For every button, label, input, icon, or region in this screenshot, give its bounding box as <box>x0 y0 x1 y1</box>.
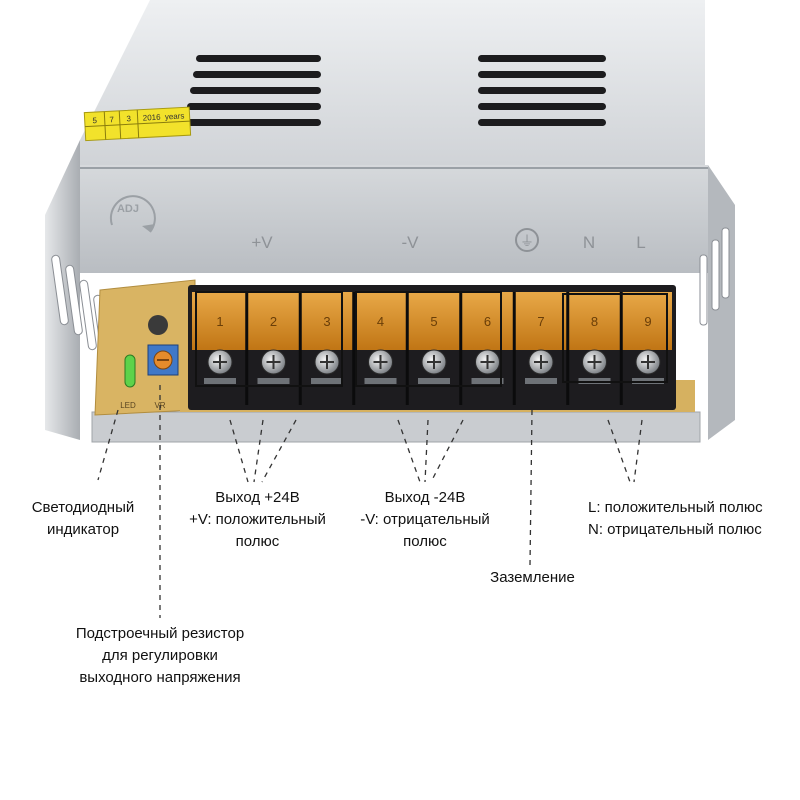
case-top <box>80 0 705 170</box>
label-led-line-1: Светодиодный <box>31 499 135 516</box>
label-output-pos: Выход +24В +V: положительный полюс <box>170 487 345 553</box>
label-ground: Заземление <box>470 567 595 589</box>
terminal-clamp <box>204 378 236 384</box>
label-led: Светодиодный индикатор <box>8 497 158 541</box>
amber-cover <box>192 292 672 350</box>
terminal-number-4: 4 <box>377 314 384 329</box>
adj-symbol: ADJ <box>109 195 156 233</box>
leader-led <box>97 409 119 481</box>
sticker-year: 2016 <box>143 113 162 123</box>
terminal-clamp <box>364 378 397 384</box>
cover-ground-symbol <box>515 228 539 252</box>
board-label-led: LED <box>120 401 136 410</box>
terminal-number-2: 2 <box>270 314 277 329</box>
label-output-neg-line-2: -V: отрицательный <box>360 511 490 528</box>
terminal-number-7: 7 <box>537 314 544 329</box>
case-front-face <box>80 165 708 273</box>
label-output-neg: Выход -24В -V: отрицательный полюс <box>340 487 510 553</box>
leader-pos-1 <box>229 419 249 483</box>
label-ac-line-1: L: положительный полюс <box>588 499 763 516</box>
cover-label-l: L <box>636 233 645 252</box>
terminal-groups <box>195 291 668 387</box>
sticker-cell-2: 7 <box>109 115 114 124</box>
leader-pos-3 <box>261 419 297 483</box>
label-output-pos-line-2: +V: положительный <box>189 511 326 528</box>
sticker-years-label: years <box>165 111 185 121</box>
leader-lines <box>97 385 643 618</box>
cover-label-pos: +V <box>251 233 273 252</box>
label-ac-line-2: N: отрицательный полюс <box>588 521 762 538</box>
terminal-clamp <box>257 378 290 384</box>
terminal-number-8: 8 <box>591 314 598 329</box>
terminal-clamp <box>471 378 504 384</box>
terminal-block: 1 2 3 4 5 6 7 8 9 <box>188 285 676 410</box>
led-indicator <box>124 354 136 388</box>
terminal-number-9: 9 <box>644 314 651 329</box>
leader-n <box>607 419 631 483</box>
case-bottom <box>91 411 701 443</box>
label-trimmer-line-2: для регулировки <box>102 647 218 664</box>
psu-case: 5 7 3 2016 years ADJ +V -V ⏚ N L <box>45 0 735 443</box>
label-trimmer-line-1: Подстроечный резистор <box>75 625 245 642</box>
terminal-clamp <box>525 378 557 384</box>
label-output-neg-line-1: Выход -24В <box>384 489 466 506</box>
terminal-number-3: 3 <box>323 314 330 329</box>
group-box-neg <box>355 291 502 387</box>
sticker-cell-1: 5 <box>92 116 97 125</box>
terminal-clamp <box>418 378 450 384</box>
cover-label-neg: -V <box>402 233 420 252</box>
cover-label-ground: ⏚ <box>520 233 534 249</box>
terminal-clamp <box>311 378 343 384</box>
terminal-number-6: 6 <box>484 314 491 329</box>
leader-neg-1 <box>397 419 421 483</box>
cover-label-n: N <box>583 233 595 252</box>
label-output-pos-line-1: Выход +24В <box>215 489 300 506</box>
terminal-number-1: 1 <box>216 314 223 329</box>
label-output-pos-line-3: полюс <box>235 533 280 550</box>
production-sticker: 5 7 3 2016 years <box>83 106 192 142</box>
label-ground-line-1: Заземление <box>490 569 575 586</box>
leader-neg-3 <box>430 419 464 483</box>
top-vents <box>184 55 606 126</box>
group-box-ac <box>562 293 668 383</box>
label-trimmer: Подстроечный резистор для регулировки вы… <box>55 623 265 689</box>
label-trimmer-line-3: выходного напряжения <box>79 669 241 686</box>
right-vents <box>699 227 730 326</box>
leader-neg-2 <box>424 419 429 483</box>
label-output-neg-line-3: полюс <box>403 533 447 550</box>
leader-l <box>633 419 643 483</box>
group-box-pos <box>195 291 343 387</box>
leader-pos-2 <box>253 419 264 483</box>
label-led-line-2: индикатор <box>46 521 120 538</box>
sticker-cell-3: 3 <box>126 114 131 123</box>
label-ac: L: положительный полюс N: отрицательный … <box>588 497 793 541</box>
terminal-number-5: 5 <box>430 314 437 329</box>
adj-label: ADJ <box>117 203 139 215</box>
